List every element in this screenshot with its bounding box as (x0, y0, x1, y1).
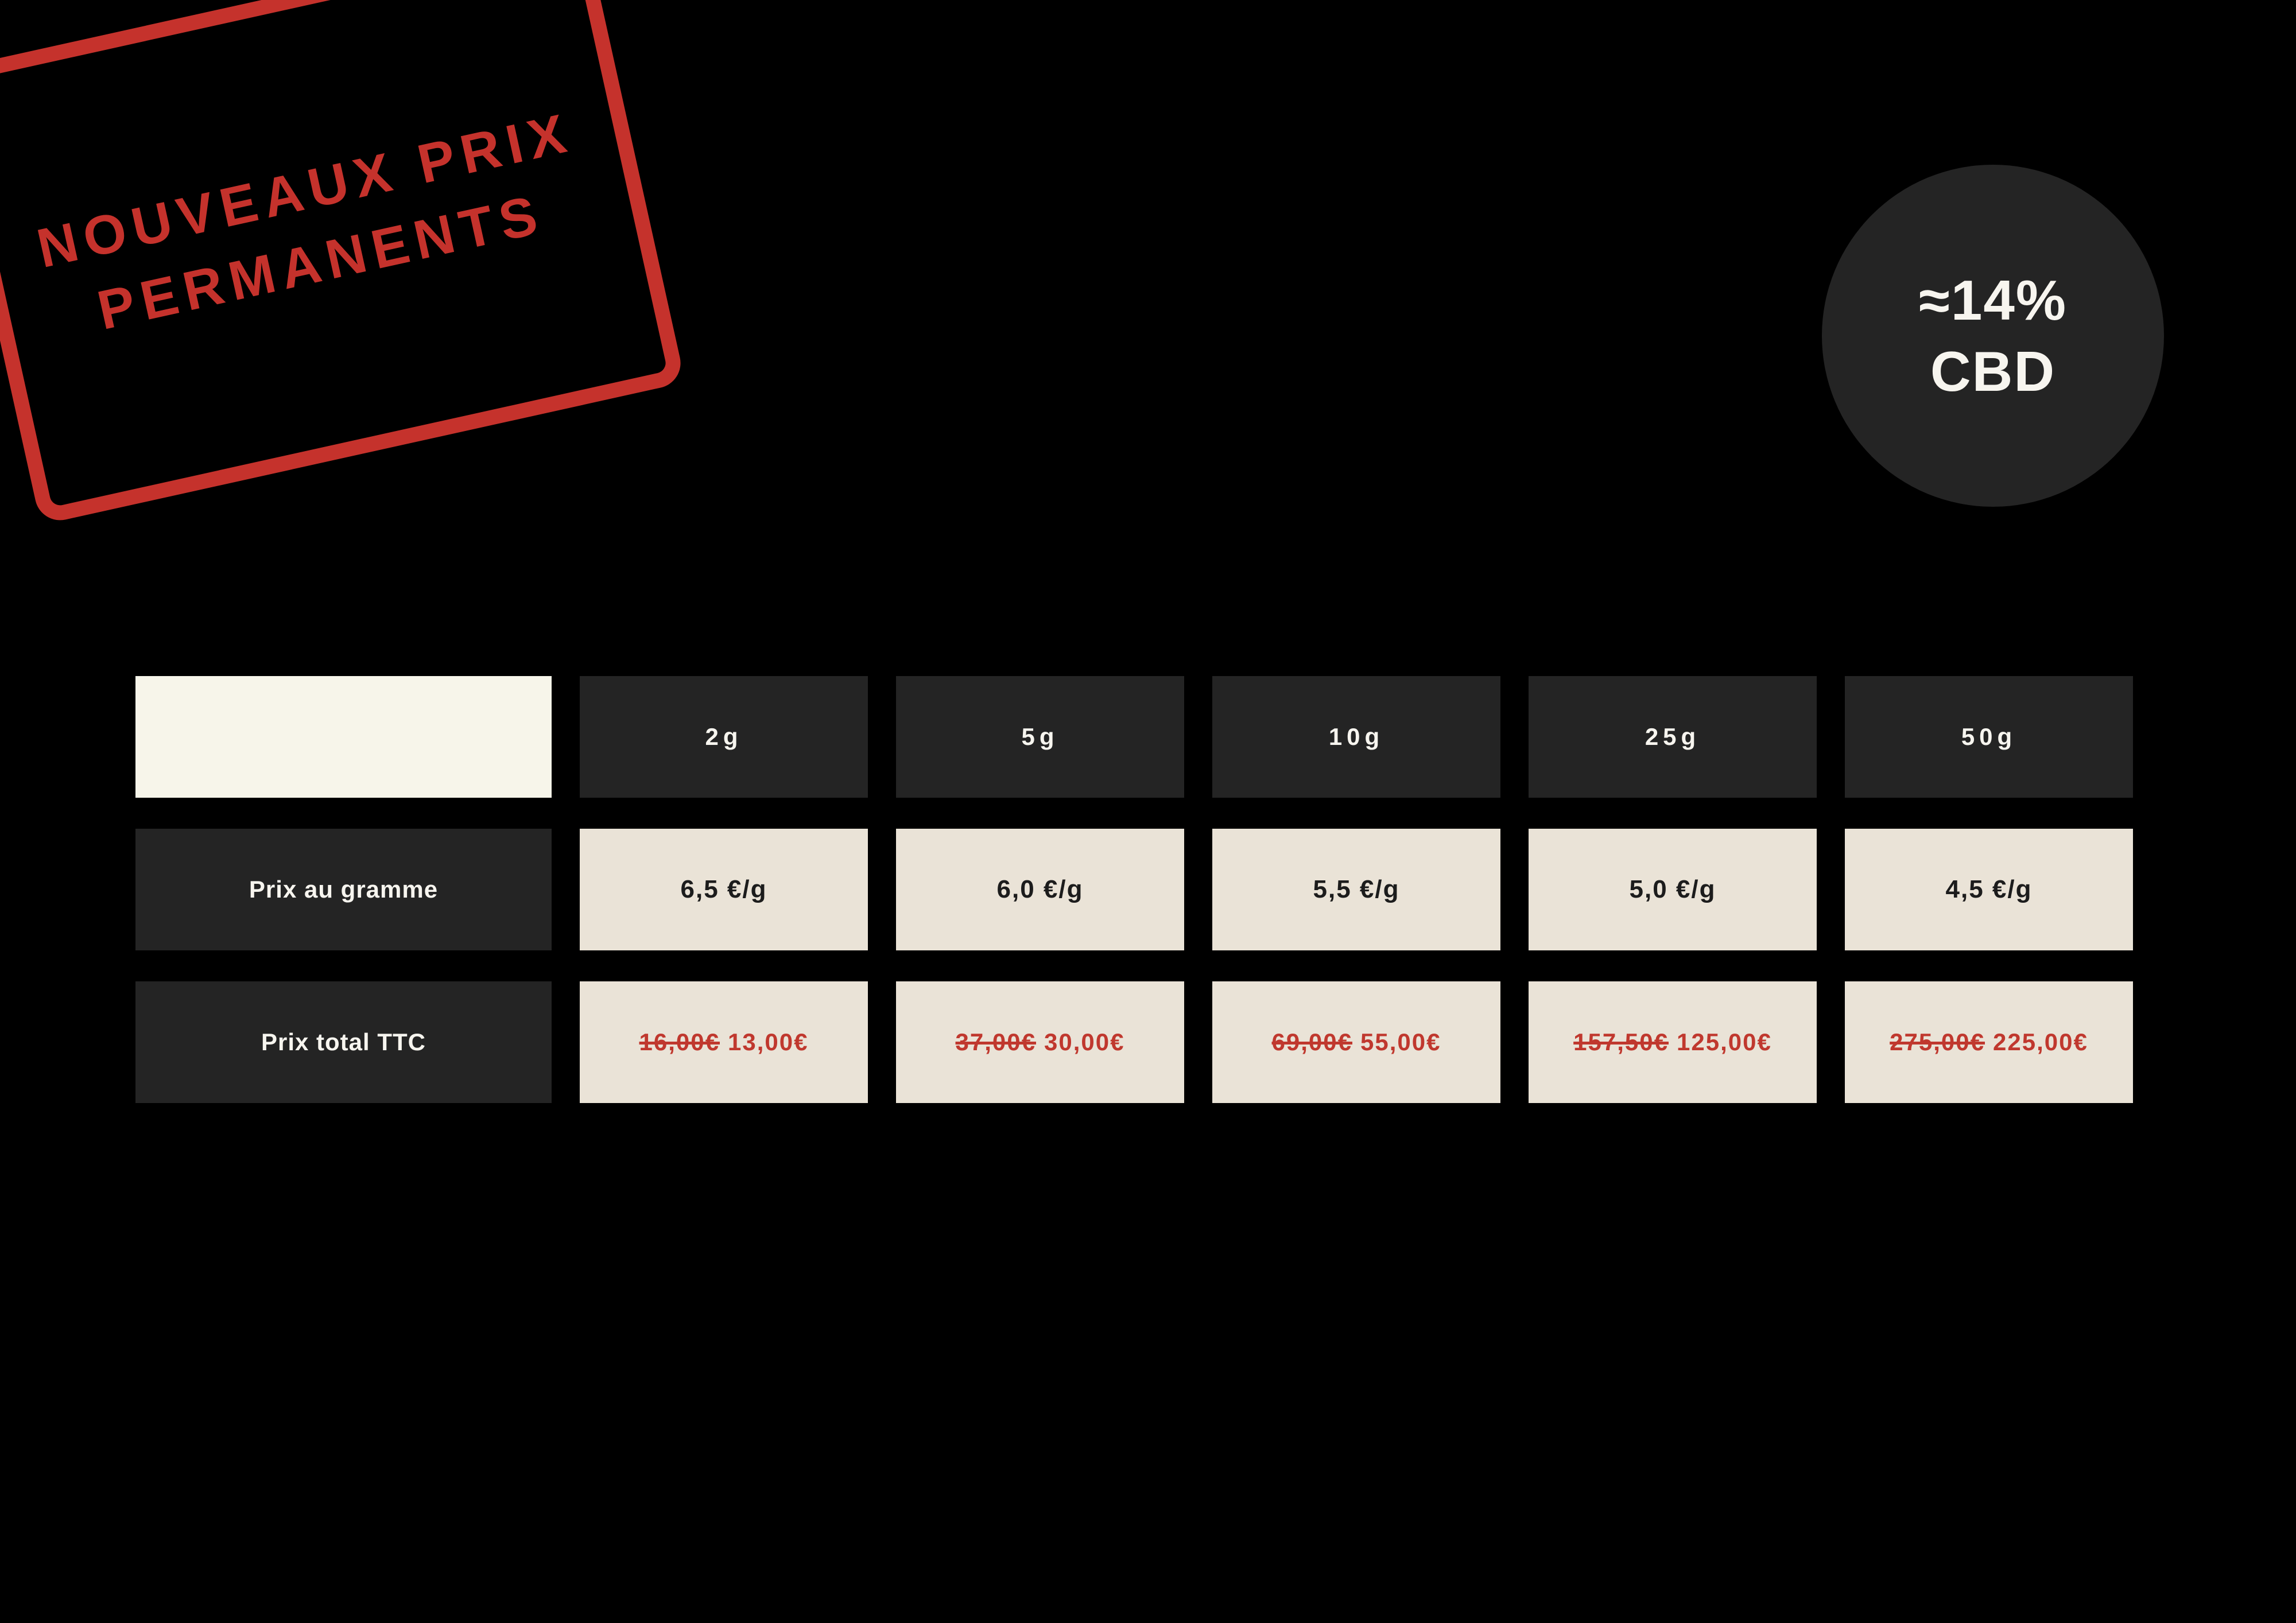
total-price-25g: 157,50€ 125,00€ (1529, 981, 1817, 1103)
price-per-gram-2g: 6,5 €/g (580, 829, 868, 950)
old-price-25g: 157,50€ (1573, 1028, 1669, 1055)
column-header-10g: 10g (1212, 676, 1500, 798)
old-price-2g: 16,00€ (639, 1028, 720, 1055)
new-price-2g: 13,00€ (728, 1028, 809, 1055)
price-per-gram-25g: 5,0 €/g (1529, 829, 1817, 950)
price-per-gram-5g: 6,0 €/g (896, 829, 1184, 950)
row-label-total-price: Prix total TTC (135, 981, 552, 1103)
cbd-label: CBD (1930, 340, 2056, 403)
table-corner-cell (135, 676, 552, 798)
column-header-5g: 5g (896, 676, 1184, 798)
total-price-5g: 37,00€ 30,00€ (896, 981, 1184, 1103)
total-price-10g: 69,00€ 55,00€ (1212, 981, 1500, 1103)
column-header-25g: 25g (1529, 676, 1817, 798)
cbd-percentage-value: ≈14% (1919, 269, 2067, 332)
old-price-10g: 69,00€ (1271, 1028, 1352, 1055)
new-price-5g: 30,00€ (1044, 1028, 1125, 1055)
old-price-50g: 275,00€ (1890, 1028, 1985, 1055)
row-label-price-per-gram: Prix au gramme (135, 829, 552, 950)
new-price-25g: 125,00€ (1677, 1028, 1772, 1055)
total-price-2g: 16,00€ 13,00€ (580, 981, 868, 1103)
price-per-gram-50g: 4,5 €/g (1845, 829, 2133, 950)
pricing-table: 2g 5g 10g 25g 50g Prix au gramme 6,5 €/g… (135, 676, 2133, 1103)
column-header-2g: 2g (580, 676, 868, 798)
new-price-10g: 55,00€ (1360, 1028, 1441, 1055)
cbd-percentage-badge: ≈14% CBD (1822, 165, 2164, 507)
new-price-50g: 225,00€ (1993, 1028, 2088, 1055)
column-header-50g: 50g (1845, 676, 2133, 798)
new-prices-stamp: NOUVEAUX PRIX PERMANENTS (0, 0, 686, 525)
total-price-50g: 275,00€ 225,00€ (1845, 981, 2133, 1103)
old-price-5g: 37,00€ (955, 1028, 1036, 1055)
price-per-gram-10g: 5,5 €/g (1212, 829, 1500, 950)
